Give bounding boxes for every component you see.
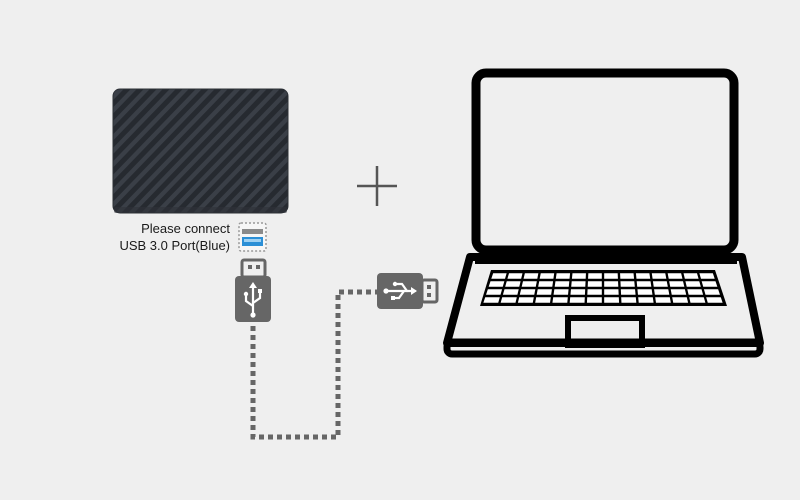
keyboard-key [621,297,637,303]
keyboard-key [571,273,586,279]
keyboard-key [587,281,602,287]
keyboard-key [587,289,602,295]
keyboard-key [651,273,667,279]
keyboard-key [517,297,534,303]
keyboard-key [488,281,505,287]
keyboard-key [570,289,586,295]
usb-connector-icon [235,258,271,322]
keyboard-key [635,273,651,279]
keyboard-key [535,297,551,303]
keyboard-key [654,289,670,295]
keyboard-key [586,297,602,303]
usb-connector-icon [377,273,439,309]
keyboard-key [604,273,618,279]
keyboard-key [699,273,715,279]
keyboard-key [553,289,569,295]
keyboard-key [486,289,503,295]
keyboard-key [521,281,537,287]
keyboard-key [604,281,619,287]
keyboard-key [687,289,704,295]
usb3-port-icon [238,222,267,252]
keyboard-key [655,297,671,303]
keyboard-key [638,297,654,303]
keyboard-key [667,273,683,279]
keyboard-key [519,289,536,295]
keyboard-key [620,289,636,295]
keyboard-key [554,281,570,287]
keyboard-key [689,297,706,303]
keyboard-key [500,297,517,303]
usb-cable [250,289,377,440]
keyboard-key [683,273,699,279]
keyboard-key [491,273,507,279]
keyboard-key [539,273,555,279]
keyboard-key [685,281,701,287]
keyboard-key [637,289,653,295]
keyboard-key [538,281,554,287]
capture-device-icon [112,88,289,214]
keyboard-key [555,273,571,279]
keyboard-key [604,297,620,303]
keyboard-key [604,289,619,295]
keyboard-key [701,281,718,287]
keyboard-key [620,273,635,279]
keyboard-key [706,297,723,303]
keyboard-key [505,281,521,287]
keyboard-key [523,273,539,279]
plus-icon [357,166,397,206]
keyboard-key [620,281,635,287]
instruction-line-2: USB 3.0 Port(Blue) [119,238,230,253]
laptop-icon [443,68,764,358]
keyboard-key [672,297,689,303]
keyboard-key [507,273,523,279]
keyboard-key [552,297,568,303]
keyboard-key [571,281,586,287]
keyboard-key [569,297,585,303]
instruction-line-1: Please connect [141,221,230,236]
keyboard-key [636,281,652,287]
keyboard-key [483,297,500,303]
keyboard-key [670,289,687,295]
keyboard-key [669,281,685,287]
keyboard-key [703,289,720,295]
keyboard-key [502,289,519,295]
keyboard-key [536,289,552,295]
keyboard-key [652,281,668,287]
keyboard-key [588,273,602,279]
laptop-keyboard [480,270,727,306]
